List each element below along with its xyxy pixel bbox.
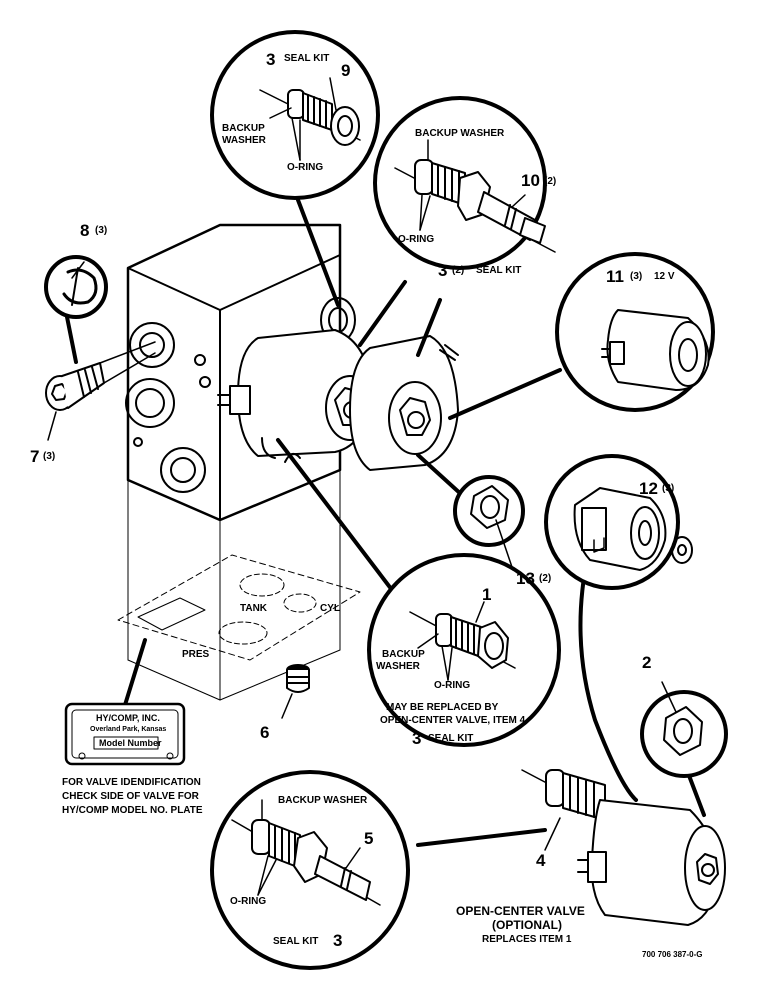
drawing-number: 700 706 387-0-G (642, 950, 703, 959)
valve4-title-line1: OPEN-CENTER VALVE (456, 904, 585, 918)
nameplate-location: Overland Park, Kansas (90, 726, 167, 733)
o-ring-8 (62, 261, 98, 306)
valve10-kit-qty: (2) (452, 265, 465, 276)
valve10-kit-label: SEAL KIT (476, 265, 522, 276)
seal-fitting-9 (259, 77, 361, 161)
item-8-qty: (3) (95, 225, 108, 236)
leader-lines (64, 198, 706, 847)
valve10-kit-number: 3 (438, 261, 448, 280)
item-9-label: 9 (341, 61, 351, 80)
item-8-label: 8 (80, 221, 90, 240)
valve1-kit-label: SEAL KIT (428, 733, 474, 744)
item-10-label: 10 (521, 171, 540, 190)
valve-cartridge-5 (231, 799, 381, 906)
plug-6 (281, 664, 310, 719)
solenoid-valve-right (261, 335, 459, 471)
item-13-qty: (2) (539, 573, 552, 584)
valve-cartridge-10 (394, 139, 556, 253)
item-7-qty: (3) (43, 451, 56, 462)
valve-id-note-line2: CHECK SIDE OF VALVE FOR (62, 791, 199, 802)
valve1-backup-label-1: BACKUP (382, 649, 425, 660)
valve1-note-line2: OPEN-CENTER VALVE, ITEM 4 (380, 715, 526, 726)
valve10-backup-label: BACKUP WASHER (415, 128, 505, 139)
top-seal-kit-label: SEAL KIT (284, 53, 330, 64)
item-13-label: 13 (516, 569, 535, 588)
valve-cartridge-1 (409, 601, 516, 681)
valve10-o-ring-label: O-RING (398, 234, 435, 245)
valve5-backup-label: BACKUP WASHER (278, 795, 368, 806)
valve5-kit-number: 3 (333, 931, 343, 950)
solenoid-coil-12 (573, 487, 693, 571)
item-12-label: 12 (639, 479, 658, 498)
valve1-o-ring-label: O-RING (434, 680, 471, 691)
item-11-label: 11 (606, 267, 624, 286)
item-12-qty: (3) (662, 483, 675, 494)
top-seal-backup-label-2: WASHER (222, 135, 266, 146)
port-pres-label: PRES (182, 649, 210, 660)
valve4-title-line2: (OPTIONAL) (492, 918, 562, 932)
valve-id-note-line3: HY/COMP MODEL NO. PLATE (62, 805, 203, 816)
port-tank-label: TANK (240, 603, 268, 614)
valve-manifold-block (117, 223, 361, 701)
item-4-label: 4 (536, 851, 546, 870)
nameplate-model-number: Model Number (99, 738, 162, 748)
nameplate-drawing (64, 702, 186, 766)
solenoid-coil-11 (601, 309, 710, 391)
item-7-label: 7 (30, 447, 40, 466)
nameplate-company: HY/COMP, INC. (96, 713, 160, 723)
port-cyl-label: CYL (320, 603, 340, 614)
valve5-kit-label: SEAL KIT (273, 936, 319, 947)
open-center-valve-4 (521, 769, 726, 926)
valve4-title-line3: REPLACES ITEM 1 (482, 934, 572, 945)
jam-nut-2 (661, 681, 703, 756)
valve1-kit-number: 3 (412, 729, 422, 748)
plug-7 (45, 341, 156, 441)
jam-nut-13 (470, 485, 514, 571)
top-seal-kit-number: 3 (266, 50, 276, 69)
valve-id-note-line1: FOR VALVE IDENDIFICATION (62, 777, 201, 788)
top-seal-o-ring-label: O-RING (287, 162, 324, 173)
item-10-qty: (2) (544, 176, 557, 187)
valve1-backup-label-2: WASHER (376, 661, 420, 672)
item-1-label: 1 (482, 585, 492, 604)
item-11-qty: (3) (630, 271, 643, 282)
item-5-label: 5 (364, 829, 374, 848)
valve1-note-line1: MAY BE REPLACED BY (386, 702, 499, 713)
top-seal-backup-label-1: BACKUP (222, 123, 265, 134)
item-2-label: 2 (642, 653, 652, 672)
valve5-o-ring-label: O-RING (230, 896, 267, 907)
item-11-voltage: 12 V (654, 271, 675, 282)
item-6-label: 6 (260, 723, 270, 742)
